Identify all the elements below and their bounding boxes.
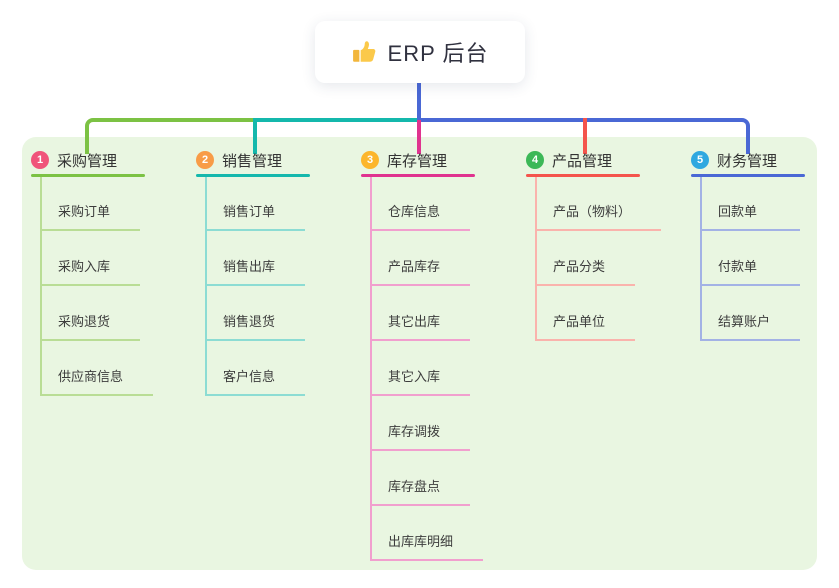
- branch-5-child-1[interactable]: 回款单: [700, 203, 800, 231]
- connector-branch-2: [257, 118, 417, 122]
- branch-3-number-badge: 3: [361, 151, 379, 169]
- connector-branch-5: [421, 118, 732, 122]
- branch-4-number-badge: 4: [526, 151, 544, 169]
- branch-3-child-2[interactable]: 产品库存: [370, 258, 471, 286]
- branch-2-underline: [196, 174, 310, 177]
- branch-1-child-2[interactable]: 采购入库: [40, 258, 141, 286]
- branches-panel: [22, 137, 817, 570]
- branch-1-number-badge: 1: [31, 151, 49, 169]
- branch-1-child-4[interactable]: 供应商信息: [40, 368, 154, 396]
- branch-3-child-1[interactable]: 仓库信息: [370, 203, 471, 231]
- branch-1-child-3[interactable]: 采购退货: [40, 313, 141, 341]
- branch-3-child-4[interactable]: 其它入库: [370, 368, 471, 396]
- branch-3-child-7[interactable]: 出库库明细: [370, 533, 484, 561]
- branch-1-child-1[interactable]: 采购订单: [40, 203, 141, 231]
- root-node-title: ERP 后台: [387, 41, 489, 66]
- branch-1-underline: [31, 174, 145, 177]
- branch-1-label: 采购管理: [57, 152, 118, 170]
- branch-2-number-badge: 2: [196, 151, 214, 169]
- branch-2-child-1[interactable]: 销售订单: [205, 203, 306, 231]
- branch-4-trunk-line: [535, 177, 537, 341]
- branch-5-child-2[interactable]: 付款单: [700, 258, 800, 286]
- branch-4-label: 产品管理: [552, 152, 613, 170]
- branch-3-child-6[interactable]: 库存盘点: [370, 478, 471, 506]
- connector-branch-5-elbow: [732, 118, 750, 154]
- branch-2-child-4[interactable]: 客户信息: [205, 368, 306, 396]
- thumbs-up-icon: [352, 39, 378, 65]
- branch-4-node[interactable]: 4 产品管理: [526, 148, 612, 172]
- connector-branch-4-drop: [583, 118, 587, 154]
- branch-4-child-2[interactable]: 产品分类: [535, 258, 636, 286]
- root-node-erp[interactable]: ERP 后台: [315, 21, 525, 83]
- branch-3-node[interactable]: 3 库存管理: [361, 148, 447, 172]
- connector-branch-2-drop: [253, 118, 257, 154]
- connector-branch-3-drop: [417, 120, 421, 154]
- branch-2-label: 销售管理: [222, 152, 283, 170]
- branch-1-trunk-line: [40, 177, 42, 396]
- branch-5-label: 财务管理: [717, 152, 778, 170]
- connector-branch-1: [85, 118, 253, 154]
- branch-1-node[interactable]: 1 采购管理: [31, 148, 117, 172]
- branch-2-node[interactable]: 2 销售管理: [196, 148, 282, 172]
- branch-2-child-3[interactable]: 销售退货: [205, 313, 306, 341]
- branch-3-child-3[interactable]: 其它出库: [370, 313, 471, 341]
- branch-5-node[interactable]: 5 财务管理: [691, 148, 777, 172]
- branch-3-label: 库存管理: [387, 152, 448, 170]
- branch-5-child-3[interactable]: 结算账户: [700, 313, 801, 341]
- branch-3-child-5[interactable]: 库存调拨: [370, 423, 471, 451]
- branch-3-underline: [361, 174, 475, 177]
- branch-4-underline: [526, 174, 640, 177]
- root-stem-line: [417, 82, 421, 120]
- branch-3-trunk-line: [370, 177, 372, 561]
- branch-4-child-1[interactable]: 产品（物料）: [535, 203, 662, 231]
- branch-5-number-badge: 5: [691, 151, 709, 169]
- branch-5-underline: [691, 174, 805, 177]
- branch-2-trunk-line: [205, 177, 207, 396]
- branch-5-trunk-line: [700, 177, 702, 341]
- branch-2-child-2[interactable]: 销售出库: [205, 258, 306, 286]
- branch-4-child-3[interactable]: 产品单位: [535, 313, 636, 341]
